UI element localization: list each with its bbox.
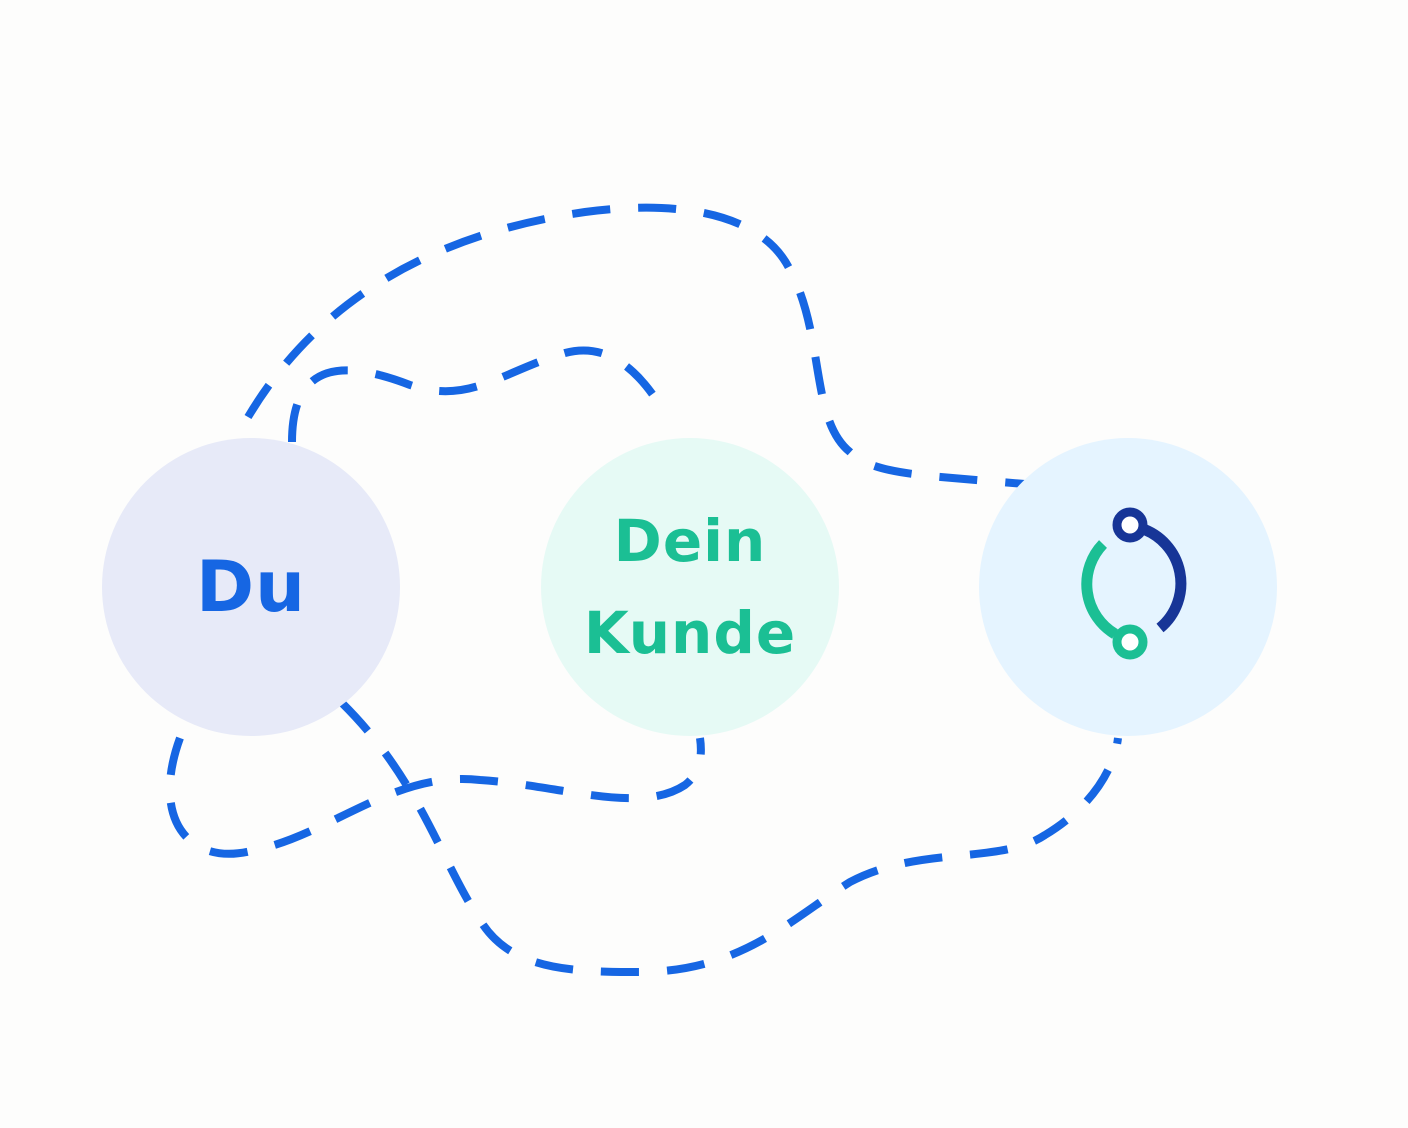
customer-label-line1: Dein [613,507,767,575]
connector-du-to-platform-bottom [339,700,1122,976]
circular-sync-logo-icon [1081,507,1187,660]
logo-navy-ring [1112,507,1148,543]
logo-green-arc [1081,540,1118,639]
platform-node [979,438,1277,736]
connector-du-to-customer-top [288,346,669,443]
logo-navy-arc [1138,522,1187,633]
connector-du-to-customer-bottom [166,736,705,858]
you-label: Du [196,546,306,628]
customer-node: Dein Kunde [541,438,839,736]
connector-du-to-platform-top [244,203,1026,488]
logo-green-ring [1112,624,1148,660]
customer-label-line2: Kunde [583,599,797,667]
you-node: Du [102,438,400,736]
